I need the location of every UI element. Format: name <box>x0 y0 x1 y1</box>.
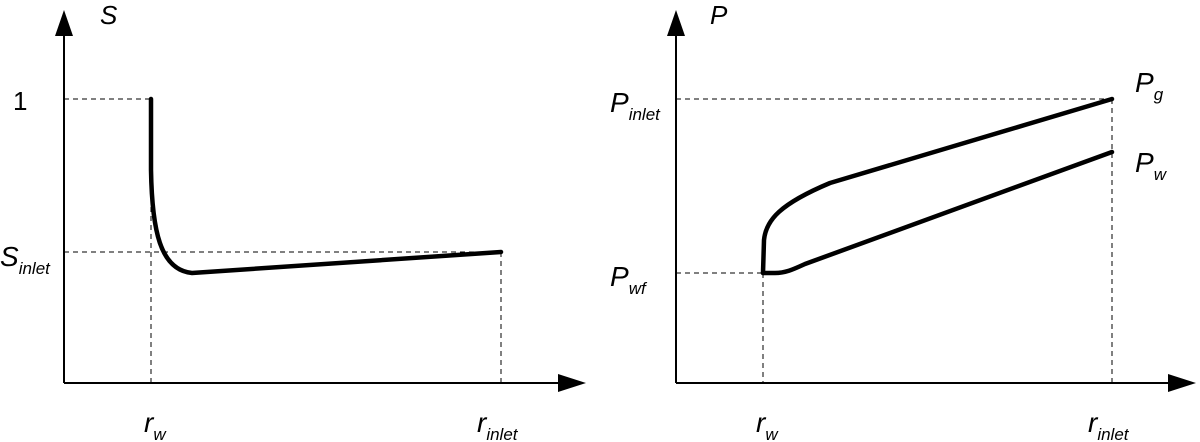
p-axis-label: P <box>710 0 728 30</box>
s-rinlet-sub: inlet <box>486 425 518 442</box>
s-rinlet-base: r <box>477 407 488 438</box>
s-inlet-label: Sinlet <box>0 241 51 278</box>
s-rinlet-label: rinlet <box>477 407 519 442</box>
s-x-axis-arrow <box>558 374 586 392</box>
s-rw-label: rw <box>144 407 167 442</box>
s-inlet-base: S <box>0 241 19 272</box>
p-rw-label: rw <box>756 407 779 442</box>
p-inlet-sub: inlet <box>629 105 661 124</box>
s-y-axis-arrow <box>55 10 73 36</box>
pressure-chart: P Pinlet Pwf Pg Pw rw rinlet <box>610 0 1196 442</box>
p-g-base: P <box>1135 67 1154 98</box>
p-w-label: Pw <box>1135 147 1168 184</box>
p-rw-sub: w <box>765 425 779 442</box>
p-rinlet-sub: inlet <box>1097 425 1129 442</box>
p-g-sub: g <box>1154 85 1164 104</box>
s-tick-one: 1 <box>13 86 27 116</box>
p-inlet-label: Pinlet <box>610 87 661 124</box>
s-rw-base: r <box>144 407 155 438</box>
p-w-sub: w <box>1154 165 1168 184</box>
saturation-curve <box>148 96 504 276</box>
saturation-chart: S 1 Sinlet rw rinlet <box>0 0 586 442</box>
p-rinlet-label: rinlet <box>1088 407 1130 442</box>
s-rw-sub: w <box>153 425 167 442</box>
s-inlet-sub: inlet <box>19 259 51 278</box>
p-g-label: Pg <box>1135 67 1164 104</box>
p-x-axis-arrow <box>1168 374 1196 392</box>
p-wf-sub: wf <box>629 279 648 298</box>
p-y-axis-arrow <box>667 10 685 36</box>
p-wf-base: P <box>610 261 629 292</box>
p-wf-label: Pwf <box>610 261 648 298</box>
p-rw-base: r <box>756 407 767 438</box>
water-pressure-curve <box>760 149 1115 276</box>
s-axis-label: S <box>100 0 118 30</box>
p-rinlet-base: r <box>1088 407 1099 438</box>
p-inlet-base: P <box>610 87 629 118</box>
gas-pressure-curve <box>760 96 1115 276</box>
p-w-base: P <box>1135 147 1154 178</box>
